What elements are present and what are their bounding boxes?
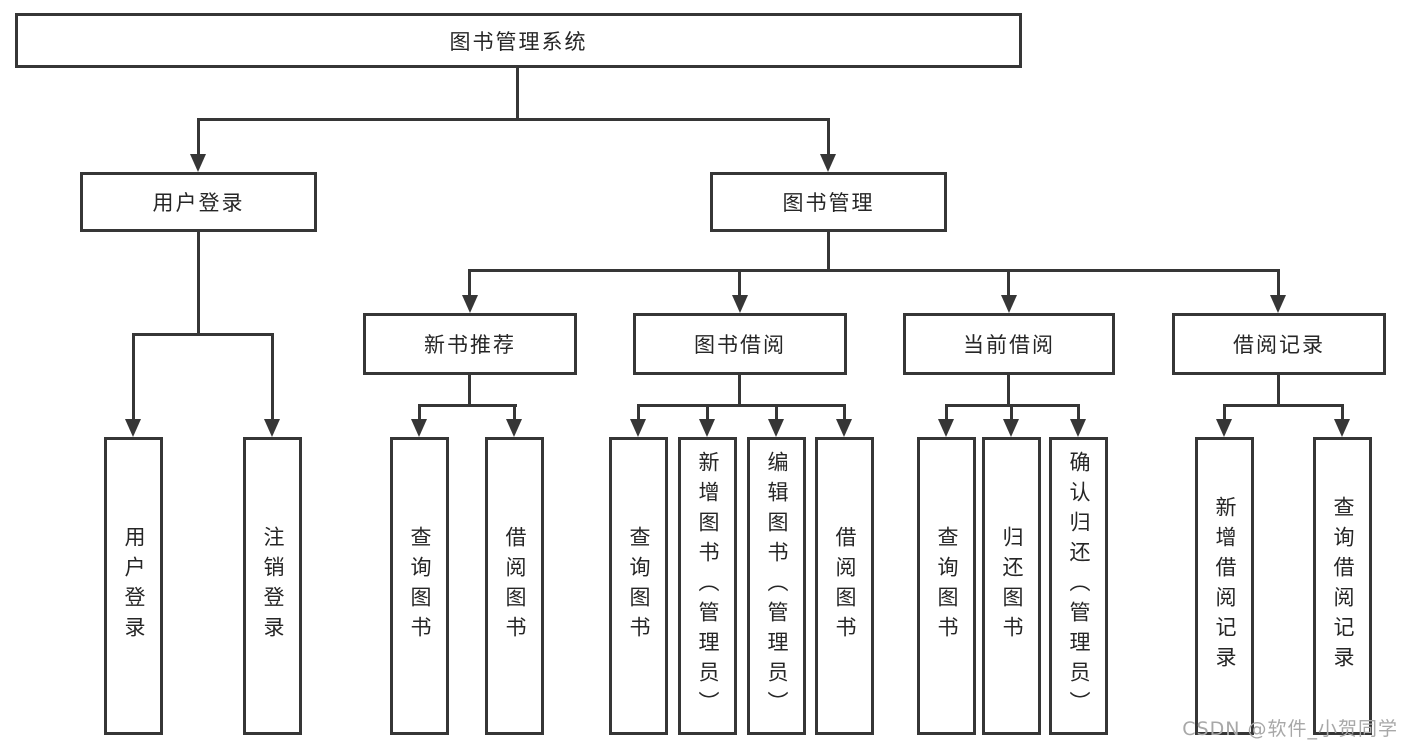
node-root: 图书管理系统 (15, 13, 1022, 68)
connector-new-book-recommend-rail (418, 404, 517, 407)
leaf-query-borrow-record: 查询借阅记录 (1313, 437, 1372, 735)
connector-drop-current-borrow (1007, 271, 1010, 295)
leaf-borrow-book: 借阅图书 (815, 437, 874, 735)
arrow-down-query-book-3 (938, 419, 954, 437)
leaf-query-book-current-label: 查询图书 (935, 526, 959, 646)
connector-drop-query-book-1 (418, 406, 421, 419)
connector-drop-borrow-book-2 (843, 406, 846, 419)
connector-current-borrow-rail (945, 404, 1080, 407)
connector-drop-book-management (827, 120, 830, 154)
arrow-down-query-record (1334, 419, 1350, 437)
connector-drop-query-book-2 (637, 406, 640, 419)
connector-drop-leaf-user-login (132, 335, 135, 419)
arrow-down-borrow-record (1270, 295, 1286, 313)
node-current-borrow-label: 当前借阅 (963, 333, 1055, 357)
leaf-confirm-return-admin: 确认归还（管理员） (1049, 437, 1108, 735)
arrow-down-query-book-2 (630, 419, 646, 437)
leaf-borrow-book-recommend: 借阅图书 (485, 437, 544, 735)
connector-book-borrow-stem (738, 375, 741, 406)
leaf-edit-book-admin-label: 编辑图书（管理员） (765, 451, 789, 721)
node-book-borrow: 图书借阅 (633, 313, 847, 375)
arrow-down-edit-book (768, 419, 784, 437)
arrow-down-user-login (190, 154, 206, 172)
connector-drop-new-book-recommend (468, 271, 471, 295)
connector-new-book-recommend-stem (468, 375, 471, 406)
node-borrow-record: 借阅记录 (1172, 313, 1386, 375)
connector-user-login-rail (132, 333, 274, 336)
connector-drop-borrow-book-1 (513, 406, 516, 419)
arrow-down-book-borrow (732, 295, 748, 313)
node-current-borrow: 当前借阅 (903, 313, 1115, 375)
arrow-down-new-book-recommend (462, 295, 478, 313)
connector-drop-leaf-logout (271, 335, 274, 419)
connector-drop-user-login (197, 120, 200, 154)
node-user-login-label: 用户登录 (152, 191, 245, 215)
connector-drop-borrow-record (1277, 271, 1280, 295)
connector-borrow-record-rail (1223, 404, 1344, 407)
connector-book-management-rail (468, 269, 1280, 272)
leaf-query-book-recommend: 查询图书 (390, 437, 449, 735)
csdn-watermark: CSDN @软件_小贺同学 (1182, 718, 1398, 740)
node-new-book-recommend: 新书推荐 (363, 313, 577, 375)
leaf-add-book-admin: 新增图书（管理员） (678, 437, 737, 735)
connector-book-borrow-rail (637, 404, 846, 407)
arrow-down-borrow-book-2 (836, 419, 852, 437)
connector-root-rail (197, 118, 830, 121)
leaf-add-book-admin-label: 新增图书（管理员） (696, 451, 720, 721)
arrow-down-borrow-book-1 (506, 419, 522, 437)
leaf-logout-label: 注销登录 (261, 526, 285, 646)
leaf-return-book-label: 归还图书 (1000, 526, 1024, 646)
leaf-query-book-borrow: 查询图书 (609, 437, 668, 735)
connector-root-stem (516, 68, 519, 120)
connector-drop-query-book-3 (945, 406, 948, 419)
leaf-add-borrow-record-label: 新增借阅记录 (1213, 496, 1237, 676)
arrow-down-return-book (1003, 419, 1019, 437)
connector-drop-book-borrow (738, 271, 741, 295)
leaf-add-borrow-record: 新增借阅记录 (1195, 437, 1254, 735)
connector-drop-confirm-return (1077, 406, 1080, 419)
arrow-down-leaf-user-login (125, 419, 141, 437)
leaf-edit-book-admin: 编辑图书（管理员） (747, 437, 806, 735)
leaf-query-book-borrow-label: 查询图书 (627, 526, 651, 646)
node-new-book-recommend-label: 新书推荐 (424, 333, 516, 357)
connector-borrow-record-stem (1277, 375, 1280, 406)
node-book-management: 图书管理 (710, 172, 947, 232)
leaf-query-book-recommend-label: 查询图书 (408, 526, 432, 646)
connector-drop-edit-book (775, 406, 778, 419)
node-user-login: 用户登录 (80, 172, 317, 232)
arrow-down-query-book-1 (411, 419, 427, 437)
leaf-borrow-book-label: 借阅图书 (833, 526, 857, 646)
arrow-down-confirm-return (1070, 419, 1086, 437)
node-book-management-label: 图书管理 (782, 191, 875, 215)
node-root-label: 图书管理系统 (449, 29, 588, 54)
connector-user-login-stem (197, 232, 200, 336)
connector-current-borrow-stem (1007, 375, 1010, 406)
arrow-down-add-book (699, 419, 715, 437)
node-book-borrow-label: 图书借阅 (694, 333, 786, 357)
connector-book-management-stem (827, 232, 830, 272)
connector-drop-add-book (706, 406, 709, 419)
arrow-down-add-record (1216, 419, 1232, 437)
connector-drop-query-record (1341, 406, 1344, 419)
leaf-user-login-label: 用户登录 (122, 526, 146, 646)
leaf-user-login: 用户登录 (104, 437, 163, 735)
connector-drop-return-book (1010, 406, 1013, 419)
arrow-down-current-borrow (1001, 295, 1017, 313)
leaf-query-borrow-record-label: 查询借阅记录 (1331, 496, 1355, 676)
leaf-borrow-book-recommend-label: 借阅图书 (503, 526, 527, 646)
arrow-down-book-management (820, 154, 836, 172)
node-borrow-record-label: 借阅记录 (1233, 333, 1325, 357)
leaf-confirm-return-admin-label: 确认归还（管理员） (1067, 451, 1091, 721)
leaf-return-book: 归还图书 (982, 437, 1041, 735)
connector-drop-add-record (1223, 406, 1226, 419)
arrow-down-leaf-logout (264, 419, 280, 437)
leaf-logout: 注销登录 (243, 437, 302, 735)
leaf-query-book-current: 查询图书 (917, 437, 976, 735)
